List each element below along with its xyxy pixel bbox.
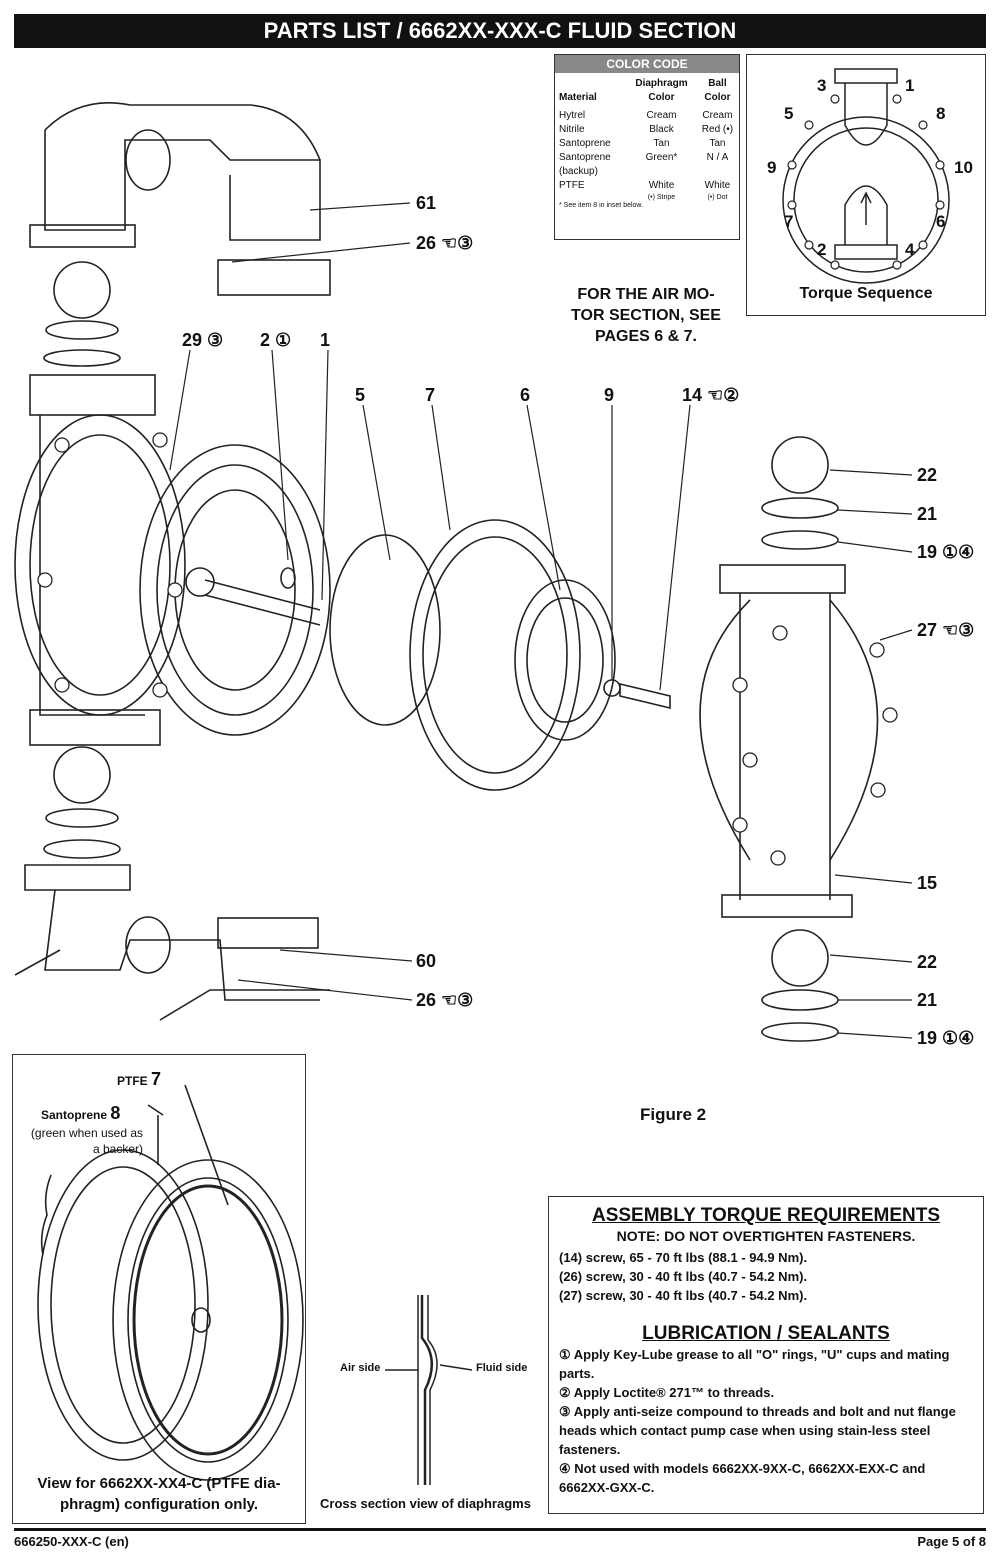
callout-22-bottom: 22 <box>917 952 938 972</box>
santoprene-text: Santoprene <box>41 1108 108 1122</box>
santoprene-label: Santoprene 8 <box>41 1103 120 1124</box>
callout-7: 7 <box>425 385 436 405</box>
callout-15: 15 <box>917 873 938 893</box>
callout-27: 27 ☜③ <box>917 620 975 640</box>
cc-cell: Hytrel <box>559 110 586 121</box>
lube-item: ① Apply Key-Lube grease to all "O" rings… <box>559 1347 950 1381</box>
footer-doc-number: 666250-XXX-C (en) <box>14 1534 129 1549</box>
seq-num: 2 <box>817 240 826 259</box>
lube-item: ④ Not used with models 6662XX-9XX-C, 666… <box>559 1461 926 1495</box>
seq-num: 7 <box>784 212 793 231</box>
seq-num: 5 <box>784 104 793 123</box>
seq-num: 4 <box>905 240 915 259</box>
cc-header-ball: Ball Color <box>704 78 731 103</box>
seq-num: 9 <box>767 158 776 177</box>
ptfe-label: PTFE 7 <box>117 1069 161 1090</box>
torque-title: ASSEMBLY TORQUE REQUIREMENTS <box>591 1205 941 1226</box>
seq-num: 3 <box>817 76 826 95</box>
torque-line: (26) screw, 30 - 40 ft lbs (40.7 - 54.2 … <box>559 1269 808 1284</box>
callout-6: 6 <box>520 385 531 405</box>
callout-21-top: 21 <box>917 504 938 524</box>
assembly-requirements-box: ASSEMBLY TORQUE REQUIREMENTS NOTE: DO NO… <box>548 1196 984 1514</box>
cc-note: (•) Stripe <box>647 194 676 201</box>
torque-line: (14) screw, 65 - 70 ft lbs (88.1 - 94.9 … <box>559 1250 808 1265</box>
seq-num: 8 <box>936 104 945 123</box>
torque-sequence-label: Torque Sequence <box>799 285 933 302</box>
fluid-side-label: Fluid side <box>476 1362 528 1374</box>
ptfe-number: 7 <box>151 1069 162 1089</box>
callout-2: 2 ① <box>260 330 292 350</box>
cc-cell: Tan <box>653 138 670 149</box>
santoprene-number: 8 <box>110 1103 121 1123</box>
cc-cell: Red (•) <box>701 124 734 135</box>
ptfe-text: PTFE <box>117 1074 148 1088</box>
footer-rule <box>14 1528 986 1531</box>
callout-14: 14 ☜② <box>682 385 740 405</box>
callout-26-top: 26 ☜③ <box>416 233 474 253</box>
callout-61: 61 <box>416 193 437 213</box>
santoprene-note: (green when used as a backer) <box>30 1126 143 1156</box>
cc-cell: Cream <box>702 110 733 121</box>
cc-header-diaphragm: Diaphragm Color <box>635 78 688 103</box>
callout-19-bottom: 19 ①④ <box>917 1028 975 1048</box>
color-code-title: COLOR CODE <box>555 55 739 73</box>
callout-1: 1 <box>320 330 331 350</box>
lube-title: LUBRICATION / SEALANTS <box>642 1323 890 1344</box>
inset-caption: View for 6662XX-XX4-C (PTFE dia-phragm) … <box>37 1475 281 1513</box>
lube-item: ③ Apply anti-seize compound to threads a… <box>559 1404 956 1457</box>
cc-cell: White <box>648 180 675 191</box>
callout-60: 60 <box>416 951 437 971</box>
seq-num: 1 <box>905 76 914 95</box>
torque-sequence-box: 3 1 5 8 9 10 7 6 2 4 Torque Sequence <box>746 54 986 316</box>
air-motor-note: FOR THE AIR MO-TOR SECTION, SEE PAGES 6 … <box>571 286 721 345</box>
cc-cell: Green* <box>645 152 678 163</box>
cc-cell: White <box>704 180 731 191</box>
figure-label: Figure 2 <box>640 1105 707 1124</box>
callout-9: 9 <box>604 385 615 405</box>
callout-26-bottom: 26 ☜③ <box>416 990 474 1010</box>
cc-cell: Cream <box>646 110 677 121</box>
footer-page-number: Page 5 of 8 <box>917 1534 986 1549</box>
page-title: PARTS LIST / 6662XX-XXX-C FLUID SECTION <box>14 14 986 48</box>
ptfe-inset-box: PTFE 7 Santoprene 8 (green when used as … <box>12 1054 306 1524</box>
cc-footnote: * See item 8 in inset below. <box>559 202 644 209</box>
callout-5: 5 <box>355 385 366 405</box>
cross-section-caption: Cross section view of diaphragms <box>320 1496 531 1511</box>
lube-item: ② Apply Loctite® 271™ to threads. <box>559 1385 775 1400</box>
callout-29: 29 ③ <box>182 330 224 350</box>
seq-num: 10 <box>954 158 973 177</box>
callout-22-top: 22 <box>917 465 938 485</box>
torque-line: (27) screw, 30 - 40 ft lbs (40.7 - 54.2 … <box>559 1288 808 1303</box>
torque-note: NOTE: DO NOT OVERTIGHTEN FASTENERS. <box>616 1228 916 1244</box>
cc-cell: Tan <box>709 138 726 149</box>
torque-sequence-diagram: 3 1 5 8 9 10 7 6 2 4 <box>767 68 973 284</box>
callout-21-bottom: 21 <box>917 990 938 1010</box>
air-side-label: Air side <box>340 1362 381 1374</box>
cc-cell: Nitrile <box>559 124 585 135</box>
cc-cell: PTFE <box>559 180 585 191</box>
cc-cell: Santoprene <box>559 138 611 149</box>
cc-cell: N / A <box>706 152 729 163</box>
callout-19-top: 19 ①④ <box>917 542 975 562</box>
seq-num: 6 <box>936 212 945 231</box>
color-code-table: COLOR CODE Material Diaphragm Color Ball… <box>554 54 740 240</box>
cc-cell: Black <box>649 124 674 135</box>
ptfe-diaphragm-drawing <box>37 1084 304 1481</box>
cc-header-material: Material <box>559 92 597 103</box>
cc-note: (•) Dot <box>707 194 728 201</box>
cc-cell: Santoprene (backup) <box>559 152 611 177</box>
